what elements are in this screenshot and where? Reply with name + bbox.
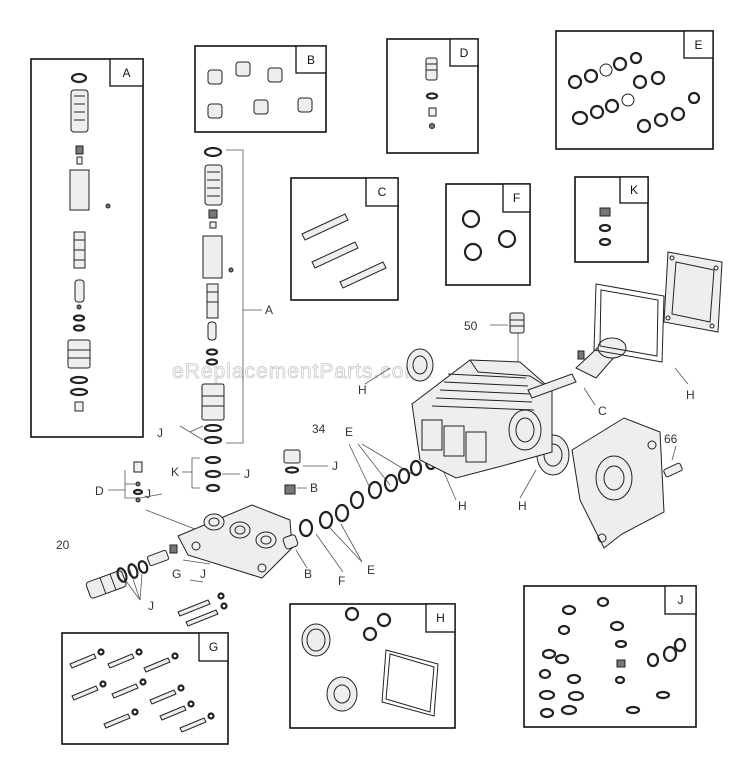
kit-label-g: G bbox=[209, 640, 218, 654]
callout-h-1: H bbox=[358, 383, 367, 397]
callout-66: 66 bbox=[664, 432, 678, 446]
callout-d: D bbox=[95, 484, 104, 498]
kit-box-e[interactable]: E bbox=[555, 30, 714, 150]
kit-label-a: A bbox=[122, 66, 130, 80]
watermark-text: eReplacementParts.com bbox=[172, 360, 423, 383]
callout-j-4: J bbox=[145, 487, 151, 501]
pump-head[interactable] bbox=[411, 312, 553, 479]
crank-assembly[interactable] bbox=[527, 337, 627, 399]
callout-h-4: H bbox=[686, 388, 695, 402]
callout-34: 34 bbox=[312, 422, 326, 436]
kit-label-f: F bbox=[513, 191, 520, 205]
kit-label-b: B bbox=[307, 53, 315, 67]
kit-box-b[interactable]: B bbox=[194, 45, 327, 133]
callout-e-2: E bbox=[367, 563, 375, 577]
callout-h-2: H bbox=[458, 499, 467, 513]
callout-b-1: B bbox=[310, 481, 318, 495]
kit-box-d[interactable]: D bbox=[386, 38, 479, 154]
kit-box-g[interactable]: G bbox=[61, 632, 229, 745]
callout-50: 50 bbox=[464, 319, 478, 333]
kit-label-h: H bbox=[436, 611, 445, 625]
kit-label-c: C bbox=[378, 185, 387, 199]
callout-j-5: J bbox=[200, 567, 206, 581]
callout-j-6: J bbox=[148, 599, 154, 613]
kit-label-k: K bbox=[630, 183, 638, 197]
kit-box-k[interactable]: K bbox=[574, 176, 649, 263]
unloader-assembly[interactable] bbox=[201, 146, 234, 493]
kit-box-a[interactable]: A bbox=[30, 58, 144, 438]
kit-label-e: E bbox=[694, 38, 702, 52]
callout-j-3: J bbox=[332, 459, 338, 473]
kit-box-c[interactable]: C bbox=[290, 177, 399, 301]
callout-f: F bbox=[338, 574, 345, 588]
callout-k: K bbox=[171, 465, 179, 479]
callout-j-1: J bbox=[157, 426, 163, 440]
kit-label-d: D bbox=[460, 46, 469, 60]
callout-e-1: E bbox=[345, 425, 353, 439]
kit-label-j: J bbox=[678, 593, 684, 607]
callout-20: 20 bbox=[56, 538, 70, 552]
kit-box-h[interactable]: H bbox=[289, 603, 456, 729]
callout-h-3: H bbox=[518, 499, 527, 513]
callout-labels: A J K J 34 J B D J 20 G J J B F E E H H … bbox=[56, 303, 695, 613]
callout-c: C bbox=[598, 404, 607, 418]
callout-b-2: B bbox=[304, 567, 312, 581]
callout-j-2: J bbox=[244, 467, 250, 481]
mounting-flange[interactable] bbox=[571, 417, 683, 549]
kit-box-f[interactable]: F bbox=[445, 183, 531, 286]
callout-a: A bbox=[265, 303, 273, 317]
manifold-assembly[interactable] bbox=[85, 449, 301, 627]
callout-g-1: G bbox=[172, 567, 181, 581]
kit-box-j[interactable]: J bbox=[523, 585, 697, 728]
gasket-cover[interactable] bbox=[593, 251, 723, 363]
